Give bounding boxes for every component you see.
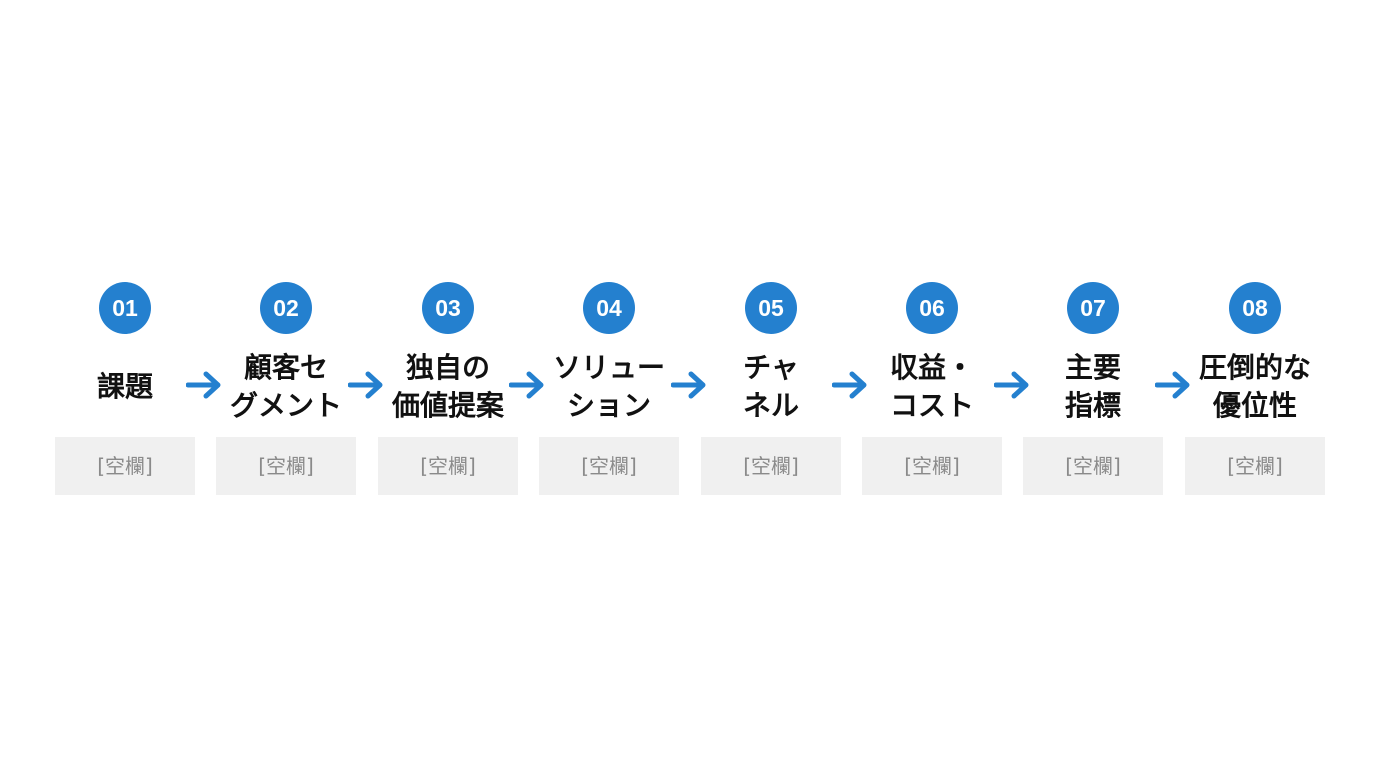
step-number-badge: 07: [1067, 282, 1119, 334]
step-01: 01 課題 [空欄]: [55, 282, 195, 496]
step-02: 02 顧客セ グメント [空欄]: [216, 282, 356, 496]
step-value-box: [空欄]: [216, 437, 356, 495]
arrow-right-icon: [994, 371, 1029, 399]
step-title: 独自の 価値提案: [391, 351, 504, 422]
step-value-box: [空欄]: [701, 437, 841, 495]
step-title: 圧倒的な 優位性: [1198, 351, 1311, 422]
step-03: 03 独自の 価値提案 [空欄]: [378, 282, 518, 496]
arrow-right-icon: [1155, 371, 1190, 399]
step-number-badge: 01: [99, 282, 151, 334]
step-07: 07 主要 指標 [空欄]: [1023, 282, 1163, 496]
step-value-box: [空欄]: [1023, 437, 1163, 495]
step-value-box: [空欄]: [378, 437, 518, 495]
arrow-right-icon: [348, 371, 383, 399]
step-number-badge: 05: [745, 282, 797, 334]
step-08: 08 圧倒的な 優位性 [空欄]: [1185, 282, 1325, 496]
step-title: 顧客セ グメント: [229, 351, 342, 422]
step-title: 収益・ コスト: [889, 351, 974, 422]
step-title: チャ ネル: [742, 351, 799, 422]
arrow-right-icon: [186, 371, 221, 399]
step-title: ソリュー ション: [552, 351, 665, 422]
step-value-box: [空欄]: [55, 437, 195, 495]
step-number-badge: 02: [260, 282, 312, 334]
arrow-right-icon: [509, 371, 544, 399]
step-number-badge: 08: [1229, 282, 1281, 334]
step-value-box: [空欄]: [1185, 437, 1325, 495]
step-number-badge: 03: [422, 282, 474, 334]
arrow-right-icon: [671, 371, 706, 399]
step-value-box: [空欄]: [862, 437, 1002, 495]
step-05: 05 チャ ネル [空欄]: [701, 282, 841, 496]
step-number-badge: 04: [583, 282, 635, 334]
step-06: 06 収益・ コスト [空欄]: [862, 282, 1002, 496]
step-value-box: [空欄]: [539, 437, 679, 495]
step-title: 課題: [96, 370, 153, 403]
step-title: 主要 指標: [1064, 351, 1121, 422]
step-number-badge: 06: [906, 282, 958, 334]
step-04: 04 ソリュー ション [空欄]: [539, 282, 679, 496]
arrow-right-icon: [832, 371, 867, 399]
